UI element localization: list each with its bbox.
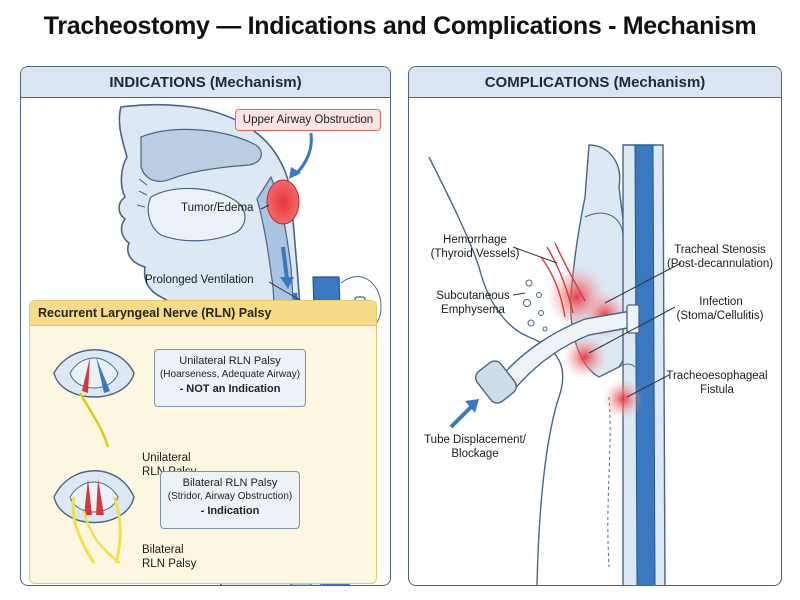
stenosis-label-2: (Post-decannulation) [666,258,774,270]
callout-arrow [293,132,313,177]
complications-panel: COMPLICATIONS (Mechanism) Hemorrhage (Th… [408,66,782,586]
fistula-label-1: Tracheoesophageal [666,370,768,382]
fistula-label-2: Fistula [700,384,734,396]
bilateral-verdict: - Indication [200,505,260,517]
unilateral-vocal-cords [53,349,135,448]
hemorrhage-label-2: (Thyroid Vessels) [430,248,520,260]
infection-label-1: Infection [699,296,743,308]
displacement-label-1: Tube Displacement/ [424,434,526,446]
unilateral-caption-1: Unilateral [142,452,191,464]
vocal-cords-illustration [53,349,135,564]
emphysema-bubbles [523,279,548,332]
bilateral-vocal-cords [53,470,135,564]
oral-cavity [140,128,262,182]
indications-header: INDICATIONS (Mechanism) [21,67,390,98]
unilateral-info-box: Unilateral RLN Palsy (Hoarseness, Adequa… [154,349,306,407]
indications-panel: INDICATIONS (Mechanism) Upper Airway Obs… [20,66,391,586]
bilateral-title: Bilateral RLN Palsy [182,477,278,489]
tumor-edema-label: Tumor/Edema [181,202,254,214]
hemorrhage-label-1: Hemorrhage [443,234,507,246]
displacement-arrow [449,405,473,429]
displacement-label-2: Blockage [451,448,499,460]
rln-palsy-box: Recurrent Laryngeal Nerve (RLN) Palsy [29,300,377,584]
bilateral-caption-1: Bilateral [142,544,184,556]
neck-outline [428,156,564,585]
infection-glow [563,335,607,379]
rln-palsy-header: Recurrent Laryngeal Nerve (RLN) Palsy [30,301,376,326]
tube-connector [475,360,517,404]
fistula-glow [603,379,643,419]
unilateral-detail: (Hoarseness, Adequate Airway) [159,369,301,380]
tumor-mass [266,179,300,225]
tongue [147,187,246,242]
infection-label-2: (Stoma/Cellulitis) [676,310,764,322]
unilateral-verdict: - NOT an Indication [179,383,281,395]
bilateral-caption-2: RLN Palsy [142,558,197,570]
airway-stripe [634,144,656,585]
bilateral-detail: (Stridor, Airway Obstruction) [167,491,293,502]
upper-airway-obstruction-callout: Upper Airway Obstruction [235,109,381,131]
emphysema-label-2: Emphysema [441,304,505,316]
unilateral-title: Unilateral RLN Palsy [179,355,281,367]
airflow-arrow-1 [281,246,289,280]
prolonged-ventilation-label: Prolonged Ventilation [145,274,254,286]
complications-anatomy-illustration [428,144,682,585]
emphysema-label-1: Subcutaneous [436,290,510,302]
page-title: Tracheostomy — Indications and Complicat… [43,12,757,40]
stenosis-label-1: Tracheal Stenosis [674,244,766,256]
complications-header: COMPLICATIONS (Mechanism) [409,67,781,98]
bilateral-info-box: Bilateral RLN Palsy (Stridor, Airway Obs… [160,471,300,529]
thyroid-vessels [540,242,586,318]
